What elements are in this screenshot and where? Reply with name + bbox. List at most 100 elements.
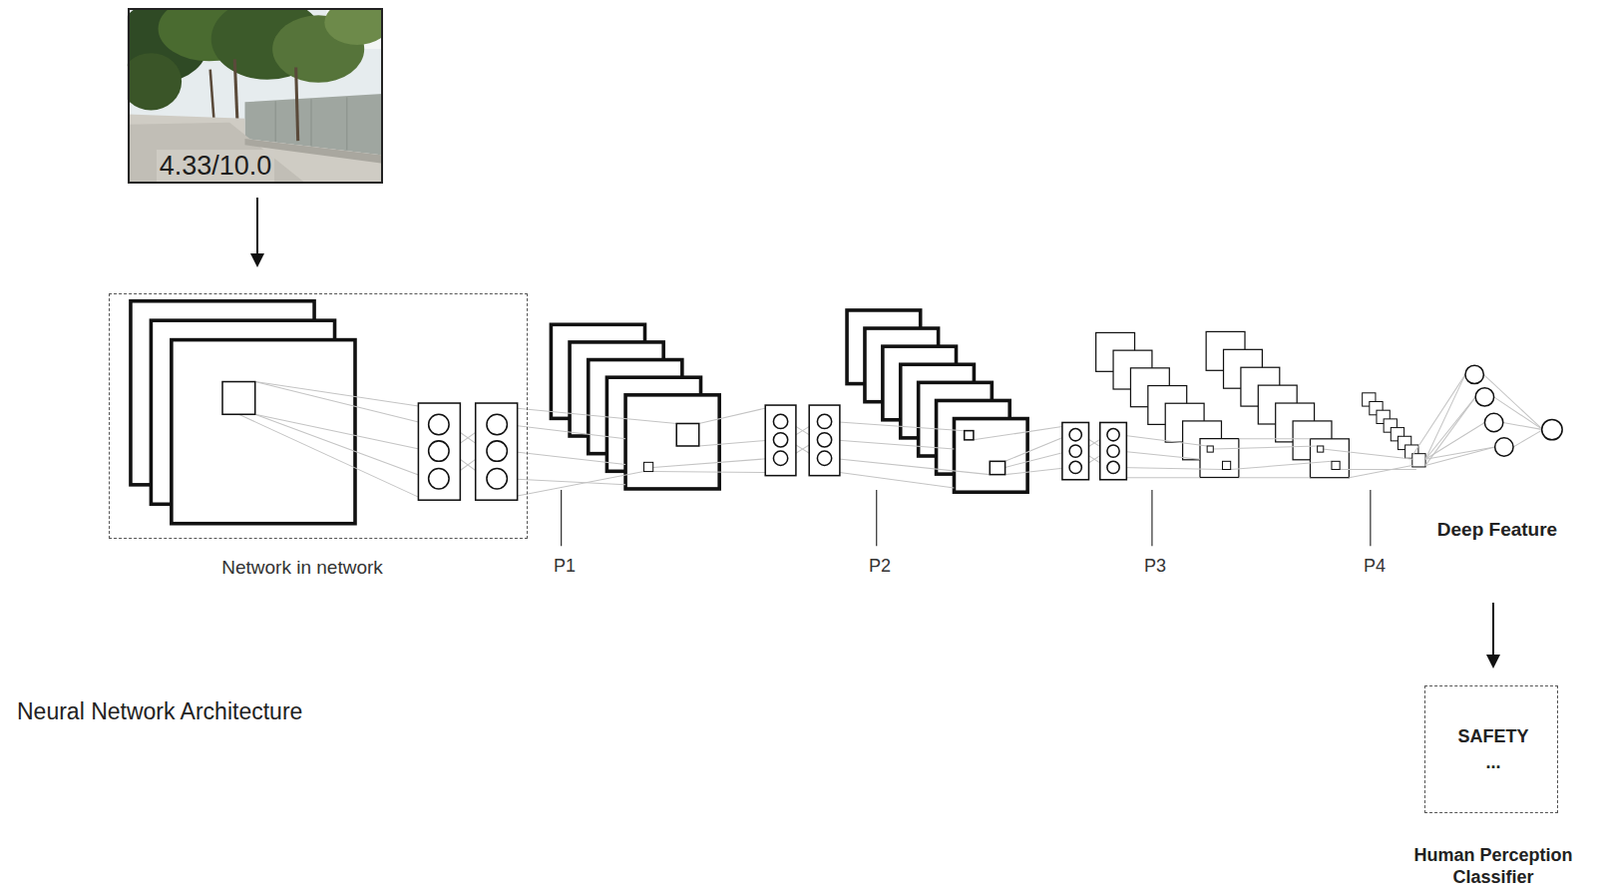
- street-photo: [324, 7, 383, 45]
- connection-line: [506, 450, 626, 464]
- neuron-column: [808, 404, 840, 476]
- fully-connected-neuron: [1465, 365, 1484, 384]
- feature-map-stack: [130, 301, 1028, 524]
- connection-line: [653, 457, 775, 467]
- neuron-column: [1107, 428, 1120, 441]
- connection-line: [238, 413, 418, 497]
- pooling-tick: [875, 489, 877, 546]
- block-label: Network in network: [221, 556, 384, 580]
- street-photo: [127, 52, 182, 110]
- figure-caption: Neural Network Architecture: [16, 698, 303, 727]
- connection-line: [506, 478, 626, 485]
- feature-map-stack: [1412, 453, 1426, 467]
- flow-arrow: [250, 197, 265, 268]
- neuron-column: [1069, 444, 1082, 457]
- pooling-tick: [1151, 489, 1153, 546]
- neuron-column: [486, 413, 507, 434]
- neuron-column: [816, 450, 831, 465]
- layer-label: Deep Feature: [1437, 518, 1558, 542]
- connection-line: [831, 457, 991, 474]
- feature-map-stack: [625, 395, 720, 489]
- neuron-column: [773, 413, 788, 428]
- neuron-column: [417, 402, 1127, 500]
- neuron-column: [1107, 444, 1120, 457]
- connection-line: [1513, 429, 1544, 447]
- connection-line: [1230, 460, 1332, 469]
- feature-map-stack: [1362, 393, 1426, 467]
- connection-line: [1212, 445, 1317, 449]
- photo-panel: 4.33/10.0: [127, 7, 384, 184]
- pooling-tick: [1369, 489, 1371, 546]
- connection-line: [699, 439, 775, 446]
- street-photo: [127, 122, 307, 184]
- neuron-column: [1069, 460, 1082, 473]
- fully-connected-neuron: [1475, 388, 1494, 406]
- connection-line: [839, 472, 955, 488]
- receptive-field: [1331, 460, 1340, 469]
- connection-line: [973, 426, 1063, 440]
- feature-map-stack: [171, 340, 356, 524]
- connection-line: [1119, 450, 1200, 459]
- flow-arrow: [1486, 602, 1501, 669]
- pooling-tick: [561, 489, 1371, 546]
- neuron-column: [1107, 460, 1120, 473]
- classifier-label: Human Perception Classifier: [1393, 843, 1594, 889]
- connection-line: [1503, 421, 1544, 429]
- neuron-column: [486, 467, 507, 488]
- pooling-label: P2: [868, 555, 891, 578]
- connection-line: [1425, 397, 1476, 459]
- receptive-field: [1317, 445, 1324, 452]
- pooling-label: P1: [553, 555, 576, 578]
- arrow-shaft: [1492, 602, 1495, 657]
- connection-line: [653, 471, 767, 473]
- street-photo: [310, 98, 312, 146]
- connection-line: [831, 439, 955, 449]
- connection-line: [831, 420, 965, 430]
- neuron-column: [773, 450, 788, 465]
- connection-line: [1119, 434, 1207, 446]
- neuron-column: [1062, 421, 1090, 479]
- neuron-column: [428, 440, 449, 461]
- receptive-field: [1222, 460, 1231, 469]
- neuron-column: [428, 413, 449, 434]
- fully-connected-neuron: [1542, 418, 1563, 439]
- arrow-head: [250, 253, 265, 268]
- neuron-column: [816, 432, 831, 447]
- receptive-field: [989, 460, 1005, 474]
- street-photo: [210, 69, 215, 125]
- connection-line: [1005, 434, 1070, 462]
- connection-line: [699, 407, 766, 423]
- neuron-column: [1100, 421, 1128, 479]
- neuron-column: [1069, 428, 1082, 441]
- connection-line: [1322, 448, 1414, 459]
- connection-line: [1005, 450, 1070, 467]
- connection-line: [1425, 446, 1496, 465]
- connection-line: [1339, 468, 1417, 470]
- receptive-field: [1206, 445, 1213, 452]
- connection-line: [1348, 464, 1412, 477]
- arrow-shaft: [256, 197, 259, 256]
- deep-feature-layer: Deep Feature: [1436, 359, 1567, 603]
- receptive-field: [222, 382, 256, 415]
- ellipsis-text: ...: [1485, 752, 1501, 775]
- connection-line: [1413, 374, 1466, 454]
- pooling-tick: [560, 489, 562, 546]
- connection-line: [1238, 437, 1311, 439]
- arrow-head: [1486, 654, 1501, 669]
- neuron-column: [486, 440, 507, 461]
- receptive-field: [222, 382, 1340, 475]
- feature-map-stack: [1200, 438, 1239, 478]
- street-photo: [127, 7, 384, 184]
- connection-line: [1005, 466, 1070, 474]
- neuron-column: [428, 467, 449, 488]
- connection-line: [1238, 476, 1311, 478]
- connection-line: [506, 424, 626, 439]
- connection-line: [255, 413, 429, 478]
- neuron-column: [417, 402, 460, 500]
- receptive-field: [676, 422, 700, 446]
- street-photo: [275, 100, 277, 142]
- neuron-column: [773, 432, 788, 447]
- neuron-column: [475, 402, 518, 500]
